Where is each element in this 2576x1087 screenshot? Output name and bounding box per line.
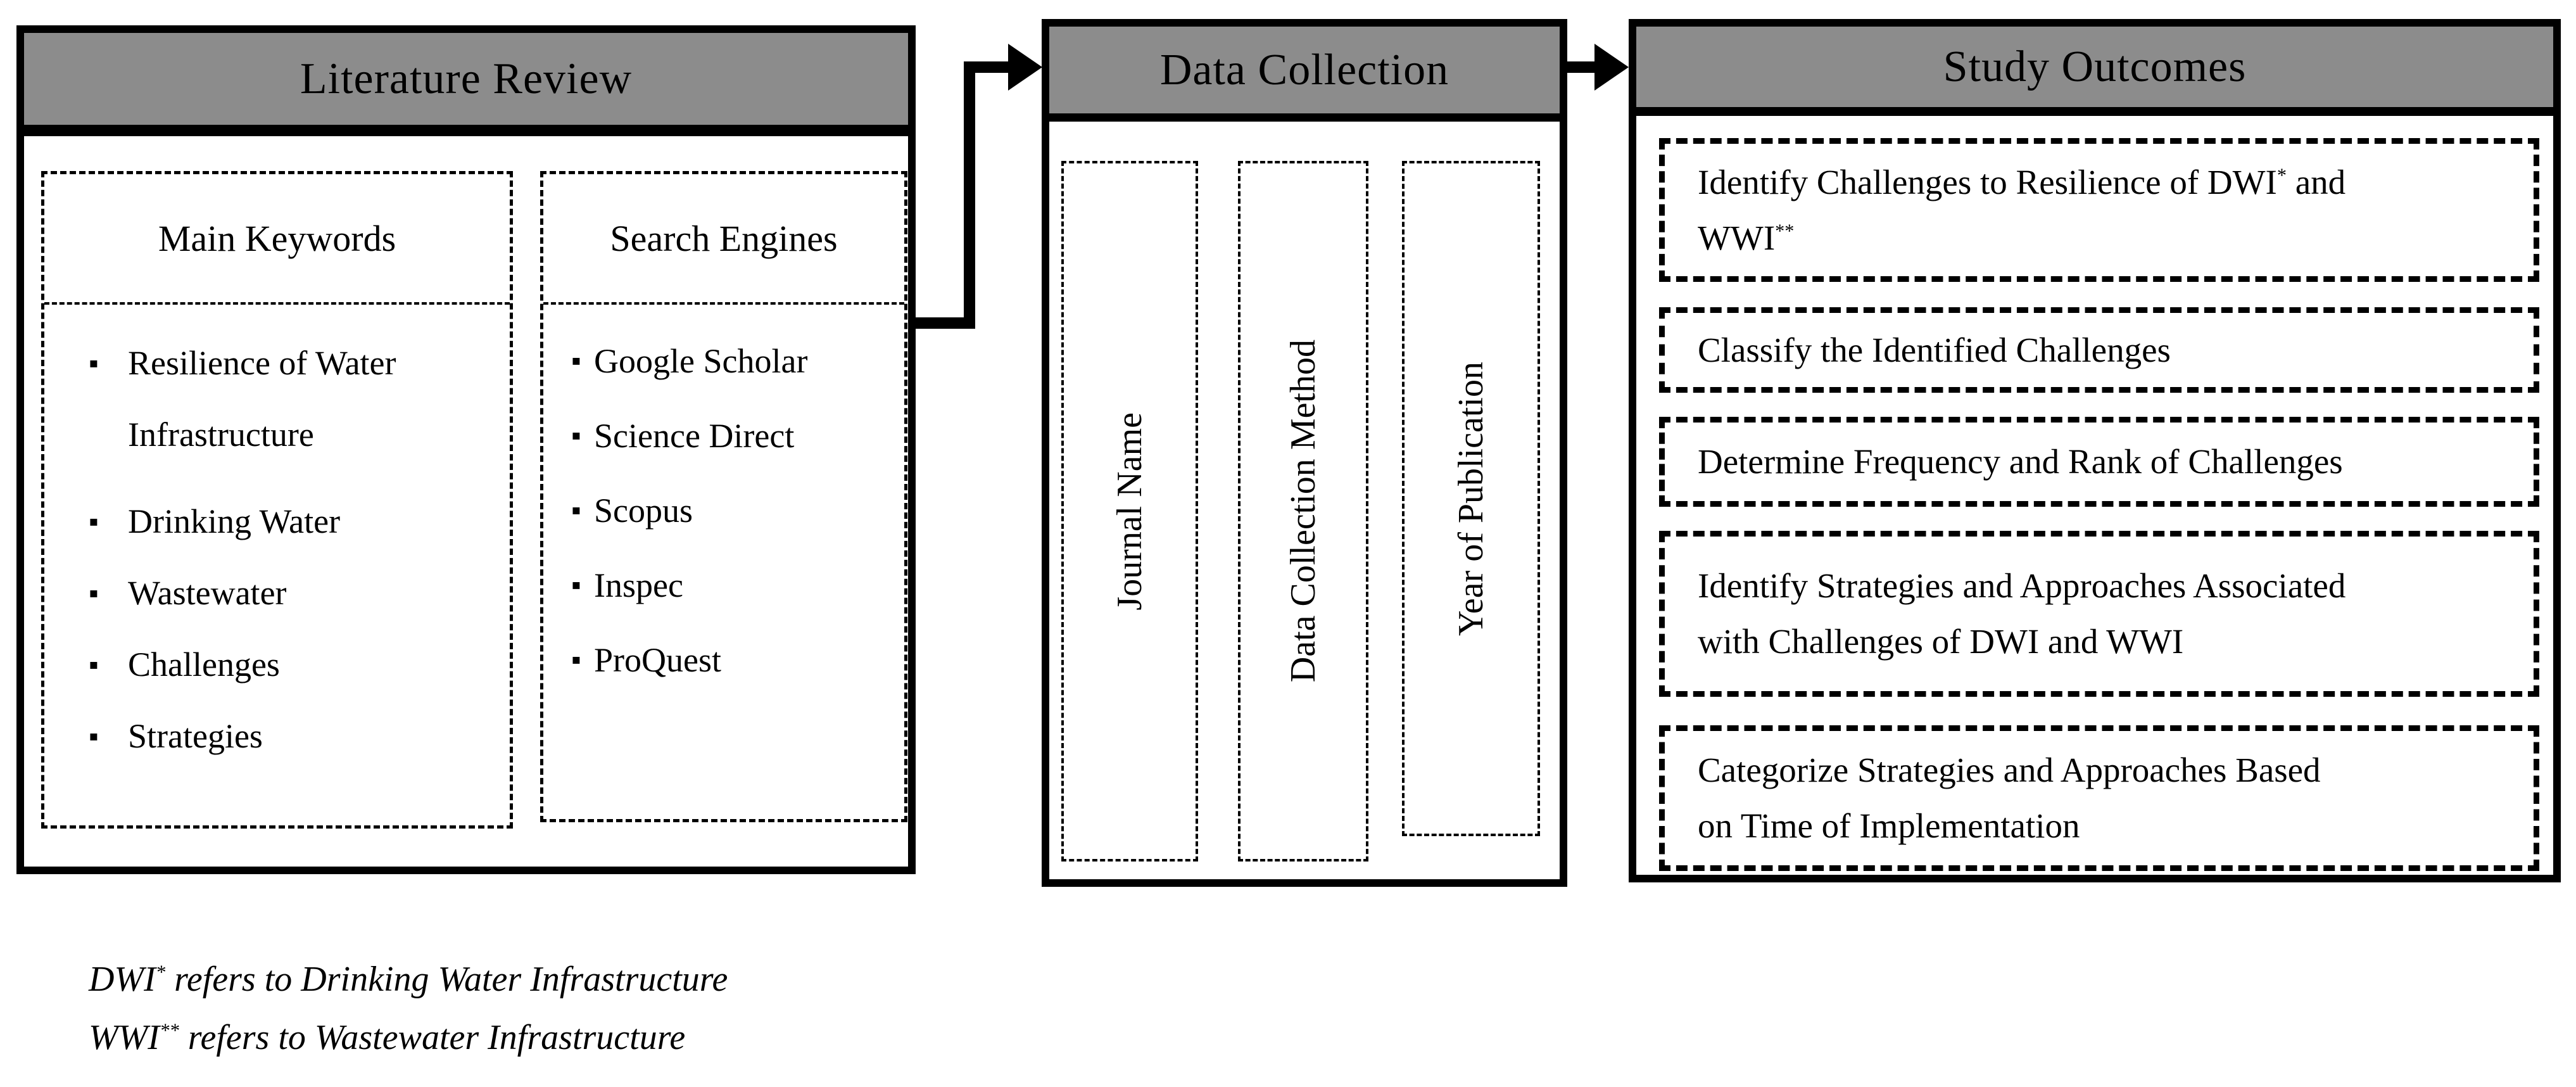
outcome-identify-strategies: Identify Strategies and Approaches Assoc…: [1659, 531, 2539, 697]
arrow-right-icon: [1594, 44, 1629, 91]
outcome-text: Identify Strategies and Approaches Assoc…: [1698, 566, 2346, 605]
square-bullet-icon: ▪: [89, 578, 99, 609]
data-collection-title: Data Collection: [1159, 45, 1449, 94]
search-engines-title: Search Engines: [543, 174, 904, 305]
outcome-text: WWI**: [1698, 218, 1795, 257]
outcome-text: Identify Challenges to Resilience of DWI…: [1698, 162, 2346, 201]
square-bullet-icon: ▪: [571, 644, 581, 675]
list-item: ▪ Google Scholar: [571, 324, 900, 398]
keyword-label: Wastewater: [128, 574, 287, 612]
outcome-identify-challenges: Identify Challenges to Resilience of DWI…: [1659, 138, 2539, 282]
asterisk-superscript: *: [2276, 164, 2287, 186]
outcome-text: Categorize Strategies and Approaches Bas…: [1698, 751, 2321, 789]
study-outcomes-header: Study Outcomes: [1636, 27, 2553, 116]
literature-review-header: Literature Review: [24, 33, 908, 136]
connector-elbow-vertical: [964, 61, 975, 329]
year-of-publication-strip: Year of Publication: [1402, 161, 1540, 836]
outcome-determine-frequency-rank: Determine Frequency and Rank of Challeng…: [1659, 417, 2539, 507]
journal-name-label: Journal Name: [1110, 412, 1149, 611]
list-item: ▪ Resilience of Water Infrastructure: [89, 327, 503, 471]
connector-elbow-horizontal-upper: [964, 61, 1011, 73]
square-bullet-icon: ▪: [89, 721, 99, 752]
search-engines-box: Search Engines ▪ Google Scholar ▪ Scienc…: [540, 171, 907, 822]
keyword-label: Resilience of Water Infrastructure: [128, 344, 396, 454]
literature-review-title: Literature Review: [300, 54, 633, 103]
outcome-classify-challenges: Classify the Identified Challenges: [1659, 307, 2539, 393]
engine-label: Science Direct: [594, 417, 795, 455]
keyword-label: Challenges: [128, 645, 280, 683]
study-outcomes-title: Study Outcomes: [1943, 42, 2247, 91]
square-bullet-icon: ▪: [89, 506, 99, 537]
list-item: ▪ Scopus: [571, 473, 900, 548]
engine-label: Google Scholar: [594, 342, 808, 380]
connector-straight: [1567, 61, 1598, 73]
engine-label: Scopus: [594, 492, 693, 530]
main-keywords-list: ▪ Resilience of Water Infrastructure ▪ D…: [44, 305, 510, 772]
square-bullet-icon: ▪: [571, 569, 581, 601]
search-engines-list: ▪ Google Scholar ▪ Science Direct ▪ Scop…: [543, 305, 904, 697]
list-item: ▪ Wastewater: [89, 557, 503, 629]
list-item: ▪ Inspec: [571, 548, 900, 623]
square-bullet-icon: ▪: [89, 649, 99, 680]
data-collection-section: Data Collection Journal Name Data Collec…: [1042, 19, 1567, 887]
square-bullet-icon: ▪: [571, 345, 581, 376]
outcome-categorize-strategies: Categorize Strategies and Approaches Bas…: [1659, 725, 2539, 871]
engine-label: Inspec: [594, 566, 683, 604]
journal-name-strip: Journal Name: [1061, 161, 1198, 861]
outcome-text: on Time of Implementation: [1698, 806, 2080, 845]
data-collection-header: Data Collection: [1049, 27, 1560, 122]
footnote-block: DWI* refers to Drinking Water Infrastruc…: [89, 950, 728, 1067]
data-collection-method-strip: Data Collection Method: [1238, 161, 1368, 861]
footnote-wwi: WWI** refers to Wastewater Infrastructur…: [89, 1018, 686, 1057]
arrow-right-icon: [1008, 44, 1042, 91]
year-of-publication-label: Year of Publication: [1451, 361, 1491, 636]
connector-elbow-horizontal-lower: [916, 317, 975, 329]
asterisk-superscript: *: [155, 961, 166, 983]
main-keywords-title: Main Keywords: [44, 174, 510, 305]
keyword-label: Strategies: [128, 717, 263, 755]
footnote-dwi: DWI* refers to Drinking Water Infrastruc…: [89, 960, 728, 999]
list-item: ▪ Science Direct: [571, 398, 900, 473]
square-bullet-icon: ▪: [571, 420, 581, 451]
list-item: ▪ ProQuest: [571, 623, 900, 697]
literature-review-section: Literature Review Main Keywords ▪ Resili…: [16, 25, 916, 874]
study-outcomes-section: Study Outcomes Identify Challenges to Re…: [1629, 19, 2561, 882]
engine-label: ProQuest: [594, 641, 721, 679]
asterisk-superscript: **: [1775, 220, 1795, 242]
asterisk-superscript: **: [159, 1019, 179, 1041]
list-item: ▪ Drinking Water: [89, 486, 503, 557]
square-bullet-icon: ▪: [89, 348, 99, 379]
square-bullet-icon: ▪: [571, 495, 581, 526]
keyword-label: Drinking Water: [128, 502, 341, 540]
outcome-text: Classify the Identified Challenges: [1698, 330, 2171, 369]
outcome-text: with Challenges of DWI and WWI: [1698, 622, 2184, 661]
main-keywords-box: Main Keywords ▪ Resilience of Water Infr…: [41, 171, 513, 829]
list-item: ▪ Strategies: [89, 701, 503, 772]
list-item: ▪ Challenges: [89, 629, 503, 701]
outcome-text: Determine Frequency and Rank of Challeng…: [1698, 442, 2343, 481]
data-collection-method-label: Data Collection Method: [1284, 340, 1323, 683]
